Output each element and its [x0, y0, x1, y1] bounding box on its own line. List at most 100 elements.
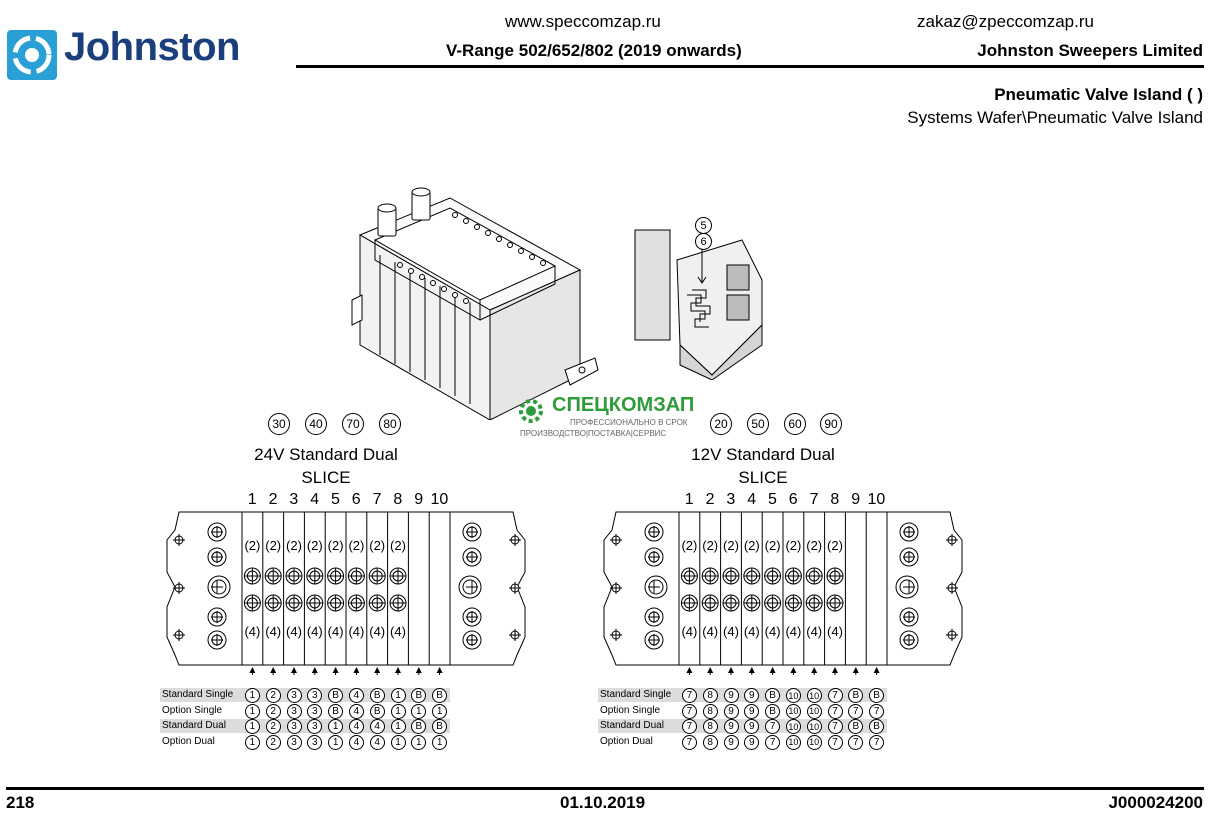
cell-value: 9	[744, 703, 760, 719]
cell-value: 7	[765, 719, 781, 734]
port-2-label: (2)	[390, 538, 406, 553]
website-link[interactable]: www.speccomzap.ru	[505, 12, 661, 31]
cell-value: 7	[848, 734, 864, 750]
port-4-label: (4)	[348, 624, 364, 639]
cell-value: 7	[681, 688, 697, 703]
cell-value: 4	[348, 734, 364, 750]
port-4-label: (4)	[390, 624, 406, 639]
page-number: 218	[6, 793, 35, 812]
cell-value: 7	[848, 703, 864, 719]
port-4-label: (4)	[765, 624, 781, 639]
cell-value: 3	[286, 719, 302, 734]
port-2-label: (2)	[307, 538, 323, 553]
cell-value: 1	[390, 688, 406, 703]
row-label: Option Dual	[162, 735, 215, 747]
port-2-label: (2)	[286, 538, 302, 553]
port-2-label: (2)	[369, 538, 385, 553]
slice-number: 4	[310, 491, 320, 508]
cell-value: B	[369, 688, 385, 703]
header-rule	[296, 65, 1204, 68]
callout-80: 80	[379, 413, 401, 435]
port-2-label: (2)	[328, 538, 344, 553]
gear-icon	[519, 399, 543, 423]
slice-number: 1	[247, 491, 257, 508]
cell-value: B	[369, 703, 385, 719]
cell-value: B	[869, 688, 885, 703]
manifold-body: (2)(4)(2)(4)(2)(4)(2)(4)(2)(4)(2)(4)(2)(…	[166, 511, 526, 675]
cell-value: 9	[723, 703, 739, 719]
port-2-label: (2)	[827, 538, 843, 553]
cell-value: 9	[723, 719, 739, 734]
diagram-title: 24V Standard Dual	[254, 445, 398, 464]
brand-logo: Johnston	[6, 25, 276, 83]
callout-30: 30	[268, 413, 290, 435]
port-2-label: (2)	[723, 538, 739, 553]
cell-value: 8	[702, 734, 718, 750]
slice-number: 10	[430, 491, 449, 508]
cell-value: B	[848, 688, 864, 703]
cell-value: 7	[827, 688, 843, 703]
row-label: Option Dual	[600, 735, 653, 747]
cell-value: 10	[806, 734, 822, 750]
port-4-label: (4)	[328, 624, 344, 639]
cell-value: B	[328, 688, 344, 703]
slice-number: 1	[684, 491, 694, 508]
port-2-label: (2)	[702, 538, 718, 553]
callout-6: 6	[695, 233, 712, 250]
detail-view-illustration	[634, 229, 763, 380]
cell-value: 2	[265, 719, 281, 734]
callout-60: 60	[784, 413, 806, 435]
row-label: Option Single	[600, 704, 661, 716]
cell-value: 9	[723, 734, 739, 750]
email-link[interactable]: zakaz@zpeccomzap.ru	[917, 12, 1094, 31]
doc-number: J000024200	[1108, 793, 1203, 812]
callout-50: 50	[747, 413, 769, 435]
cell-value: 10	[806, 703, 822, 719]
cell-value: 3	[307, 734, 323, 750]
port-2-label: (2)	[681, 538, 697, 553]
port-2-label: (2)	[765, 538, 781, 553]
port-2-label: (2)	[265, 538, 281, 553]
cell-value: 8	[702, 703, 718, 719]
cell-value: 1	[244, 688, 260, 703]
company-name: Johnston Sweepers Limited	[977, 41, 1203, 60]
cell-value: B	[411, 688, 427, 703]
watermark-line2: ПРОИЗВОДСТВО|ПОСТАВКА|СЕРВИС	[520, 429, 667, 438]
cell-value: 4	[369, 734, 385, 750]
cell-value: 4	[348, 703, 364, 719]
cell-value: 7	[869, 703, 885, 719]
port-4-label: (4)	[723, 624, 739, 639]
cell-value: 2	[265, 703, 281, 719]
slice-number: 3	[726, 491, 736, 508]
cell-value: 10	[785, 688, 801, 703]
cell-value: 1	[328, 719, 344, 734]
slice-number: 7	[809, 491, 819, 508]
slice-number: 7	[372, 491, 382, 508]
slice-number: 9	[851, 491, 861, 508]
cell-value: B	[848, 719, 864, 734]
slice-number: 6	[788, 491, 798, 508]
callout-5: 5	[695, 217, 712, 234]
slice-number: 5	[330, 491, 340, 508]
diagram-title: 12V Standard Dual	[691, 445, 835, 464]
cell-value: 9	[744, 719, 760, 734]
footer-rule	[6, 787, 1204, 790]
cell-value: 2	[265, 734, 281, 750]
callout-90: 90	[820, 413, 842, 435]
cell-value: 9	[744, 734, 760, 750]
slice-number: 3	[289, 491, 299, 508]
cell-value: 1	[390, 703, 406, 719]
cell-value: 7	[869, 734, 885, 750]
cell-value: 7	[827, 719, 843, 734]
cell-value: 1	[411, 734, 427, 750]
cell-value: 8	[702, 719, 718, 734]
slice-number: 6	[351, 491, 361, 508]
cell-value: 3	[307, 703, 323, 719]
slice-number: 8	[830, 491, 840, 508]
cell-value: 1	[328, 734, 344, 750]
section-title: Pneumatic Valve Island ( )	[994, 85, 1203, 104]
callout-20: 20	[710, 413, 732, 435]
cell-value: 1	[390, 734, 406, 750]
cell-value: 9	[744, 688, 760, 703]
